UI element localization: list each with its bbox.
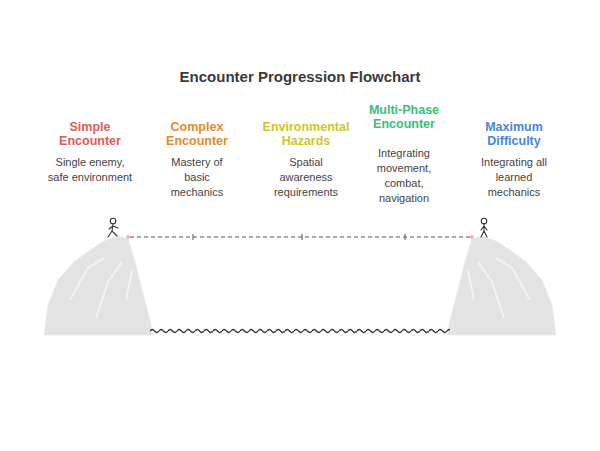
stage-heading: Multi-Phase Encounter xyxy=(363,103,445,131)
stick-figure xyxy=(108,218,118,237)
stage-description: Mastery of basic mechanics xyxy=(165,155,229,200)
figure-head xyxy=(481,218,487,224)
end-dot xyxy=(126,235,130,239)
figure-body xyxy=(481,224,487,237)
stick-figure xyxy=(481,218,487,237)
cliff-crack xyxy=(70,258,132,318)
stage-description: Single enemy, safe environment xyxy=(44,155,136,185)
stage-heading: Complex Encounter xyxy=(162,120,232,148)
end-dot xyxy=(470,235,474,239)
cliff-crack xyxy=(468,258,530,318)
step-tick xyxy=(405,234,406,240)
figure-body xyxy=(108,224,118,237)
diagram-title: Encounter Progression Flowchart xyxy=(0,68,600,85)
step-tick xyxy=(193,234,194,240)
stage-description: Integrating movement, combat, navigation xyxy=(373,146,435,206)
stage-description: Spatial awareness requirements xyxy=(270,155,342,200)
stage-heading: Environmental Hazards xyxy=(258,120,354,148)
step-tick xyxy=(302,234,303,240)
right-cliff xyxy=(447,236,556,335)
stage-heading: Maximum Difficulty xyxy=(476,120,552,148)
figure-head xyxy=(110,218,116,224)
stage-description: Integrating all learned mechanics xyxy=(476,155,552,200)
stage-heading: Simple Encounter xyxy=(54,120,126,148)
water-line xyxy=(150,328,450,334)
left-cliff xyxy=(44,236,153,335)
dashed-path xyxy=(130,237,470,238)
